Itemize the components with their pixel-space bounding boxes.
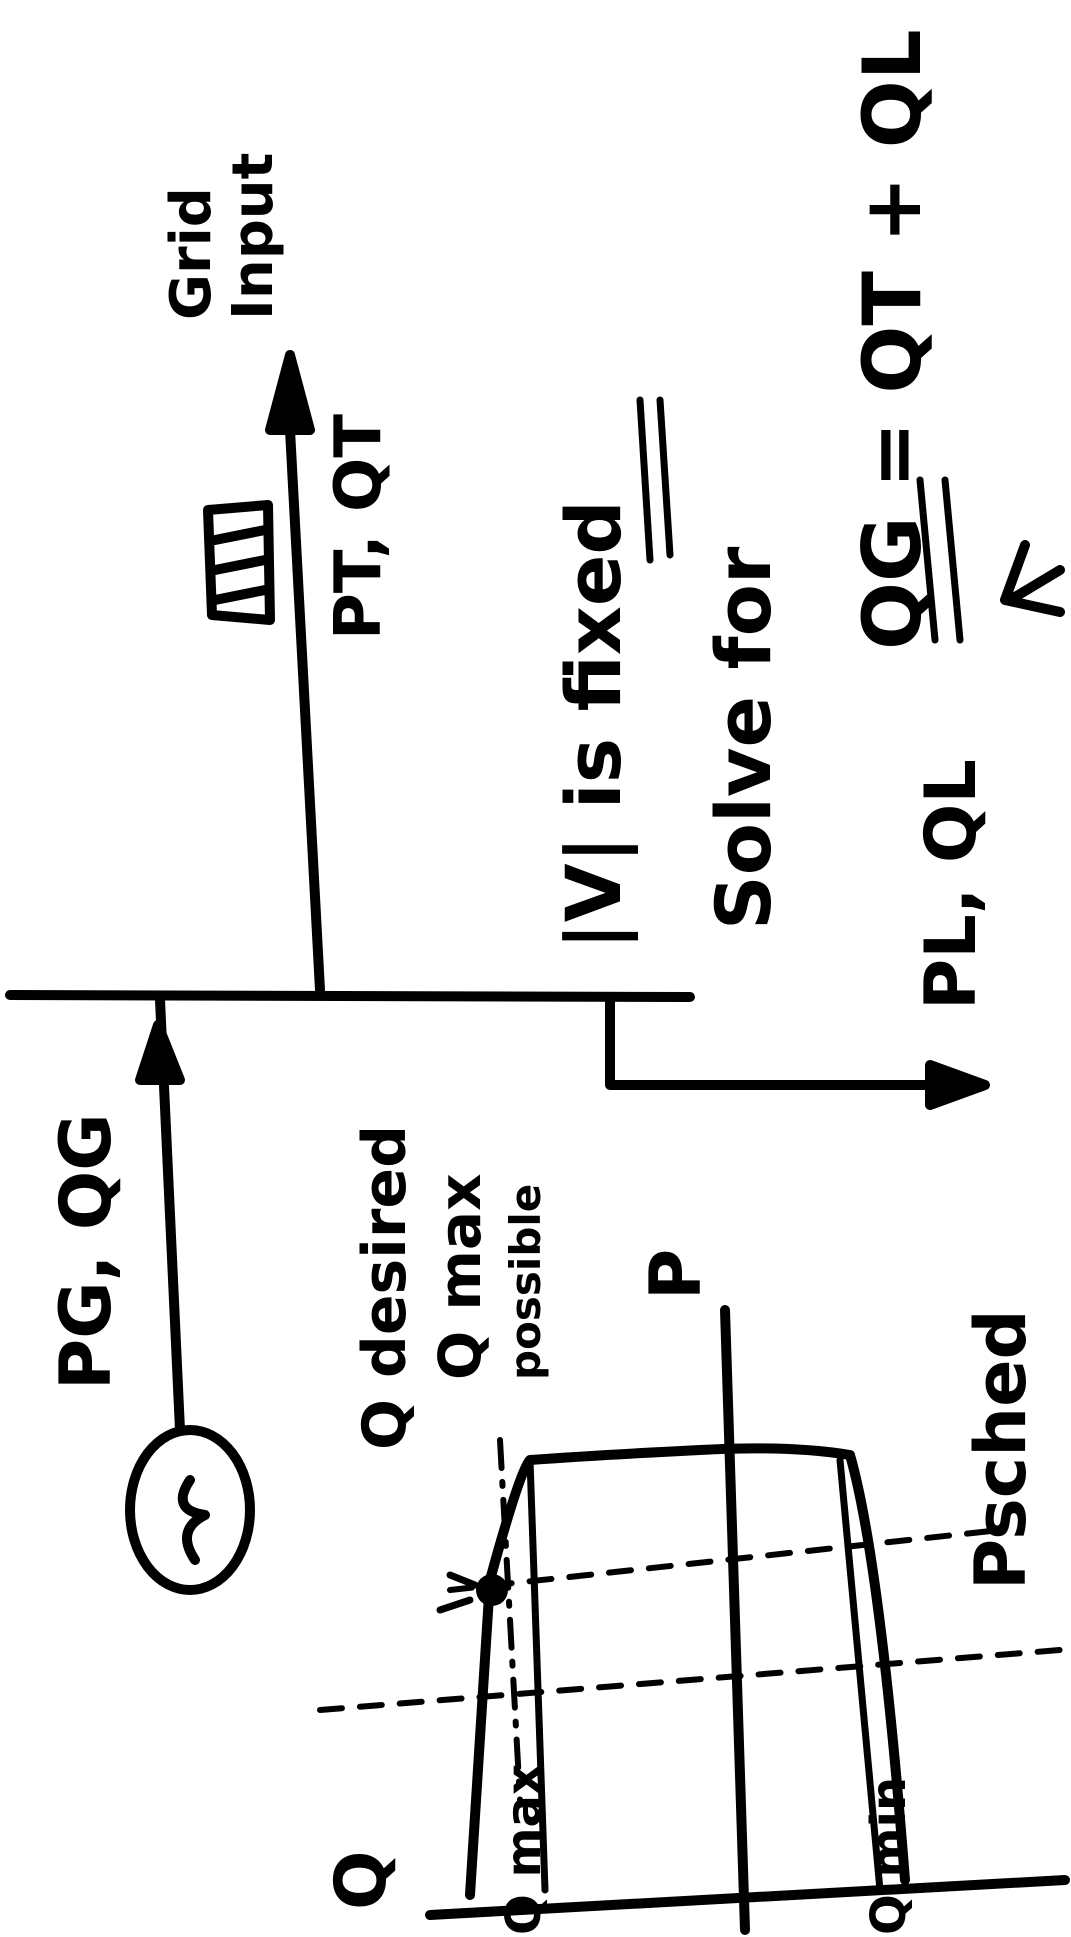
q-max-possible-group: Q max possible	[426, 1174, 550, 1380]
grid-label: Grid	[159, 187, 224, 320]
qmax-boundary-line	[526, 1456, 549, 1894]
q-desired-line	[497, 1437, 523, 1803]
p-axis-label: P	[635, 1249, 717, 1300]
fixed-underline	[636, 396, 674, 564]
possible-label: possible	[501, 1184, 550, 1380]
q-desired-group: Q desired	[350, 1125, 420, 1450]
p-axis-line	[720, 1305, 750, 1935]
pl-ql-group: PL, QL	[910, 759, 992, 1010]
p-axis-group: P	[635, 1249, 717, 1300]
grid-arrow-icon	[265, 350, 315, 435]
p-sched-group: Psched	[960, 1309, 1042, 1590]
solve-for-label: Solve for	[699, 546, 788, 930]
p-sched-label: Psched	[960, 1309, 1042, 1590]
pl-ql-label: PL, QL	[910, 759, 992, 1010]
generator-circle-icon	[125, 1425, 255, 1595]
bus-line	[5, 990, 695, 1002]
qg-eq-group: QG = QT + QL	[846, 29, 939, 650]
v-fixed-label: |V| is fixed	[549, 500, 639, 950]
pointer-arrow-line	[1005, 565, 1065, 605]
load-feeder-line	[605, 995, 960, 1090]
qg-underline	[916, 476, 964, 644]
q-max-axis-group: Q max	[496, 1764, 552, 1935]
p-dashed-line-2	[317, 1647, 1063, 1713]
q-max-label: Q max	[426, 1174, 494, 1380]
pg-qg-label: PG, QG	[45, 1113, 127, 1390]
q-desired-label: Q desired	[350, 1125, 420, 1450]
operating-point-icon	[476, 1574, 508, 1606]
v-fixed-group: |V| is fixed	[549, 500, 639, 950]
qg-equation-label: QG = QT + QL	[846, 29, 939, 650]
solve-for-group: Solve for	[699, 546, 788, 930]
pt-qt-group: PT, QT	[322, 414, 396, 640]
pointer-arrowhead-icon	[1000, 540, 1065, 617]
generator-symbol-icon	[177, 1475, 210, 1565]
grid-label-group: Grid Input	[159, 153, 286, 320]
generator-arrow-icon	[135, 1020, 185, 1085]
scribble-mark	[203, 500, 275, 625]
q-axis-label: Q	[320, 1850, 402, 1910]
p-dashed-line-1	[447, 1527, 1003, 1593]
input-label: Input	[221, 153, 286, 320]
capability-curve	[465, 1443, 910, 1900]
grid-feeder-line	[285, 425, 325, 995]
qmin-boundary-line	[836, 1456, 884, 1894]
load-arrow-icon	[925, 1060, 990, 1110]
pg-qg-group: PG, QG	[45, 1113, 127, 1390]
q-min-axis-label: Q min	[861, 1777, 917, 1935]
pt-qt-label: PT, QT	[322, 414, 396, 640]
q-min-axis-group: Q min	[861, 1777, 917, 1935]
q-max-axis-label: Q max	[496, 1764, 552, 1935]
operating-point-mark	[436, 1571, 479, 1614]
q-axis-group: Q	[320, 1850, 402, 1910]
